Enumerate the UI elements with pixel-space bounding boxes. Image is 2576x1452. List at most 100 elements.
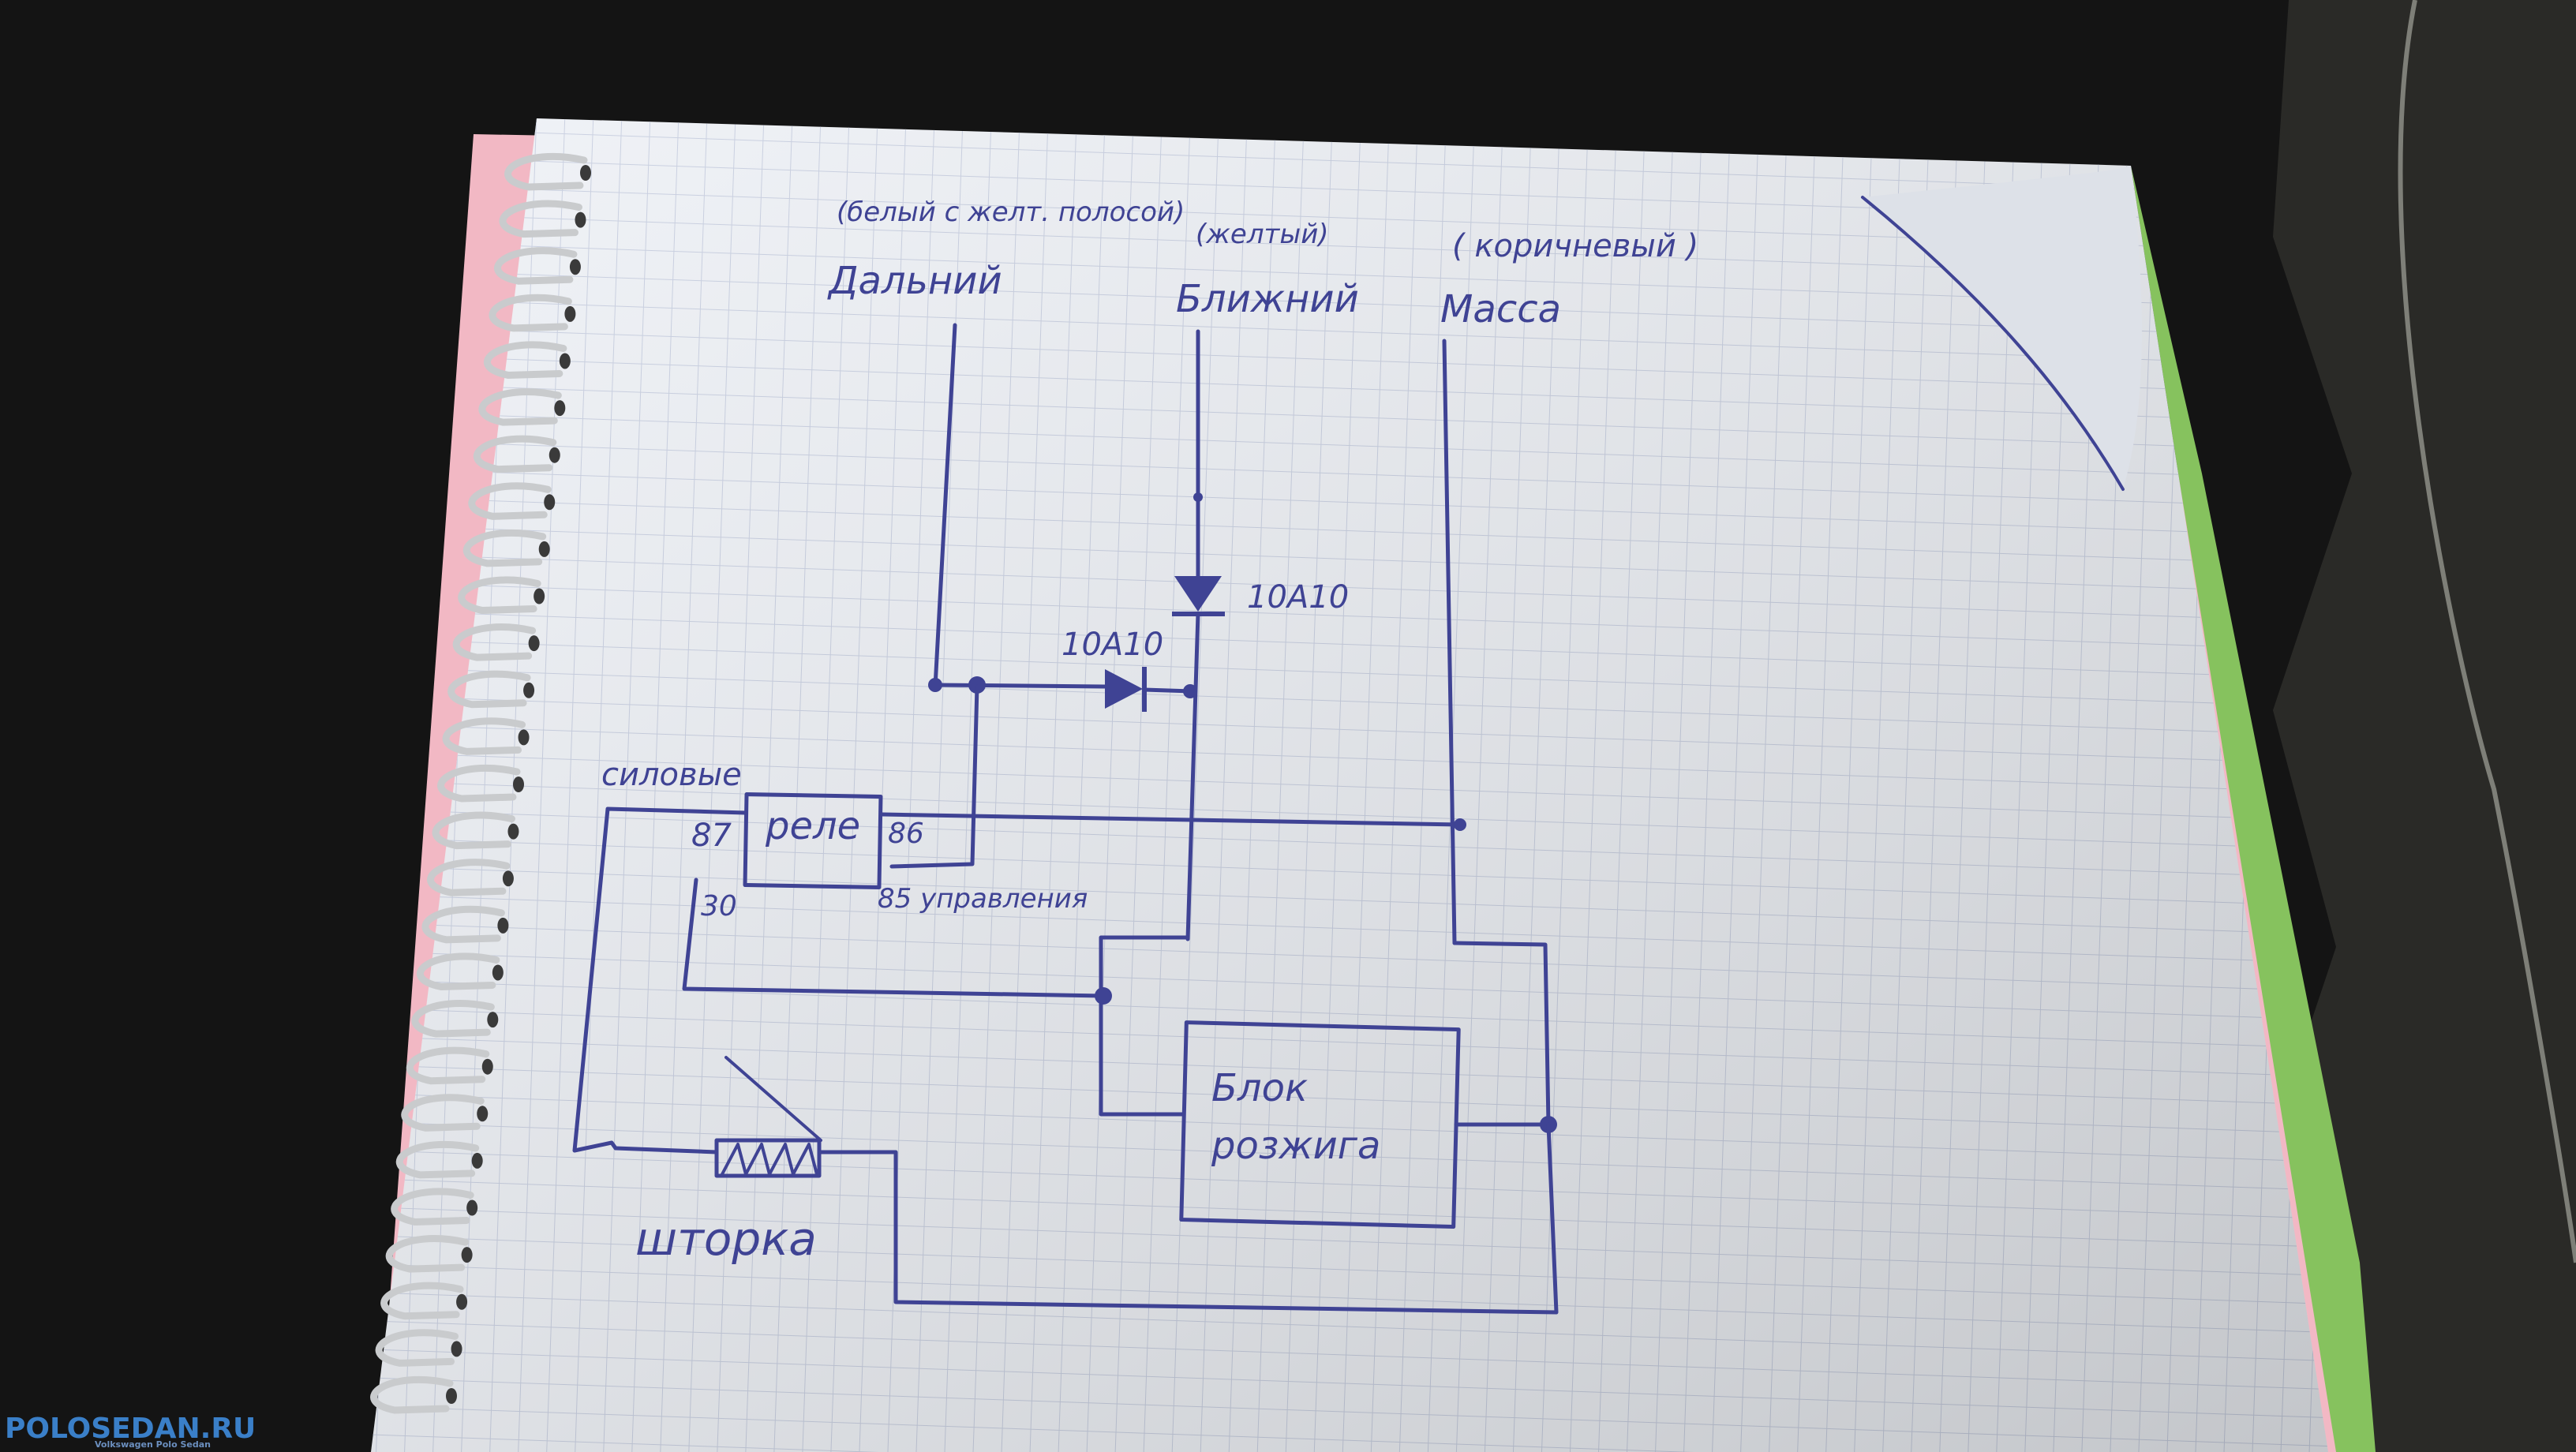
near-beam-label: Ближний — [1176, 277, 1359, 321]
spiral-ring — [385, 1235, 470, 1273]
spiral-ring — [370, 1375, 454, 1414]
relay-label: реле — [765, 804, 860, 848]
near-beam-wire-bottom — [1185, 612, 1200, 941]
diode-top-label: 10A10 — [1247, 579, 1349, 616]
spiral-hole — [554, 400, 566, 417]
spiral-hole — [502, 870, 514, 887]
spiral-ring — [437, 764, 521, 803]
shutter-solenoid — [714, 1056, 822, 1178]
spiral-hole — [564, 305, 576, 322]
relay-box — [743, 792, 883, 889]
paper-shading — [371, 118, 2328, 1452]
spiral-ring — [442, 717, 526, 755]
spiral-hole — [513, 777, 524, 792]
spiral-hole — [538, 541, 550, 557]
spiral-ring — [401, 1094, 485, 1132]
pin-87-label: 87 — [691, 818, 732, 854]
spiral-ring — [468, 482, 552, 520]
spiral-hole — [466, 1199, 478, 1216]
far-beam-wire — [933, 323, 957, 689]
pin-30-label: 30 — [701, 890, 737, 922]
pin-86-label: 86 — [888, 818, 924, 850]
spiral-hole — [544, 494, 556, 511]
near-beam-junction-top — [1193, 492, 1203, 502]
spiral-hole — [497, 917, 509, 934]
spiral-hole — [580, 165, 591, 181]
spiral-hole — [456, 1293, 468, 1310]
spiral-ring — [411, 1000, 495, 1038]
spiral-hole — [471, 1152, 483, 1169]
control-label: 85 управления — [878, 883, 1088, 915]
background-surface — [2257, 0, 2576, 1452]
spiral-binding — [370, 152, 591, 1414]
spiral-ring — [494, 247, 578, 285]
spiral-ring — [432, 811, 515, 850]
spiral-hole — [523, 682, 535, 698]
spiral-ring — [484, 341, 567, 379]
control-wire-85 — [889, 684, 979, 869]
spiral-hole — [451, 1341, 462, 1357]
spiral-hole — [518, 729, 530, 746]
ground-link-86 — [880, 812, 1462, 827]
power-label: силовые — [601, 757, 742, 793]
spiral-hole — [549, 447, 560, 463]
near-color-label: (желтый) — [1196, 219, 1329, 250]
spiral-hole — [492, 964, 504, 981]
green-page-edge — [2131, 166, 2376, 1452]
shutter-feed-wire — [613, 1146, 719, 1154]
spiral-ring — [499, 200, 582, 238]
curl-edge — [1861, 196, 2125, 491]
spiral-ring — [489, 294, 572, 332]
spiral-hole — [559, 353, 571, 369]
circuit-diagram: (белый с желт. полосой) (желтый) ( корич… — [572, 196, 1698, 1315]
spiral-hole — [446, 1388, 457, 1404]
background-cable — [2398, 0, 2576, 1263]
spiral-ring — [462, 529, 547, 567]
ground-color-label: ( коричневый ) — [1452, 228, 1698, 264]
spiral-hole — [528, 635, 540, 652]
shutter-label: шторка — [635, 1212, 817, 1266]
ignition-label-line1: Блок — [1211, 1066, 1308, 1110]
watermark-site: POLOSEDAN.RU — [5, 1413, 256, 1445]
spiral-hole — [461, 1247, 473, 1263]
spiral-ring — [458, 576, 541, 615]
spiral-ring — [452, 623, 537, 661]
diode-middle-label: 10A10 — [1061, 627, 1163, 663]
ground-to-ignition — [1452, 941, 1551, 1127]
shutter-return-wire — [818, 1122, 1559, 1315]
spiral-ring — [421, 905, 505, 944]
spiral-ring — [391, 1188, 474, 1226]
ignition-block — [1179, 1020, 1461, 1229]
spiral-ring — [478, 388, 562, 426]
spiral-hole — [507, 823, 519, 840]
spiral-hole — [487, 1012, 499, 1028]
spiral-ring — [447, 670, 531, 709]
far-beam-label: Дальний — [827, 259, 1002, 303]
far-color-label: (белый с желт. полосой) — [837, 196, 1185, 228]
ignition-feed-wire — [1099, 935, 1190, 1117]
spiral-hole — [575, 211, 586, 228]
curled-corner — [1863, 166, 2142, 489]
spiral-hole — [477, 1106, 489, 1122]
watermark-tagline: Volkswagen Polo Sedan — [95, 1439, 211, 1450]
spiral-ring — [406, 1046, 490, 1085]
spiral-ring — [395, 1140, 480, 1179]
spiral-hole — [569, 259, 581, 275]
diode-link-left — [933, 683, 1107, 689]
wire-pin-30 — [682, 878, 1107, 998]
spiral-hole — [534, 588, 545, 604]
junction-near — [1183, 684, 1197, 698]
ground-label: Масса — [1440, 287, 1561, 331]
ignition-label-line2: розжига — [1211, 1124, 1380, 1168]
ground-wire — [1442, 339, 1457, 945]
spiral-ring — [473, 435, 557, 473]
spiral-ring — [375, 1329, 459, 1367]
spiral-ring — [504, 152, 588, 191]
spiral-ring — [380, 1282, 464, 1320]
ground-junction — [1454, 818, 1466, 831]
junction-far-left — [928, 678, 942, 692]
power-wire-87 — [572, 806, 748, 1153]
spiral-hole — [481, 1058, 493, 1075]
spiral-ring — [427, 859, 511, 896]
